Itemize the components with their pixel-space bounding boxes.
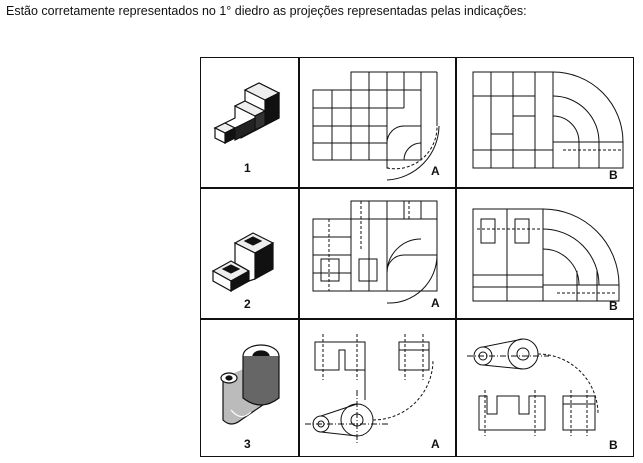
grid-divider (298, 58, 300, 456)
row-1-option-a-label: A (431, 164, 440, 178)
row-3-option-b-label: B (609, 438, 618, 452)
row-2-option-a-cell[interactable]: A (299, 189, 455, 318)
row-1-option-b-cell[interactable]: B (457, 58, 633, 187)
row-2-option-b-label: B (609, 299, 618, 313)
row-2-isometric-object (211, 232, 275, 293)
row-3-option-a-label: A (431, 437, 440, 451)
row-1-option-a-cell[interactable]: A (299, 58, 455, 187)
row-2-object-label: 2 (244, 297, 251, 311)
row-2-option-b-drawing (472, 208, 620, 302)
row-3-object-cell: 3 (201, 320, 298, 456)
row-1-object-label: 1 (244, 161, 251, 175)
row-1-option-a-drawing (312, 71, 440, 181)
row-3-option-a-drawing (305, 334, 434, 444)
question-text: Estão corretamente representados no 1° d… (6, 4, 527, 18)
row-2-option-a-label: A (431, 296, 440, 310)
grid-divider (201, 187, 633, 189)
row-1-isometric-object (213, 82, 281, 144)
row-3-option-b-drawing (467, 338, 599, 436)
row-2-option-b-cell[interactable]: B (457, 189, 633, 318)
grid-divider (455, 58, 457, 456)
projection-table: 1 A (200, 57, 634, 457)
grid-divider (201, 318, 633, 320)
row-1-object-cell: 1 (201, 58, 298, 187)
row-3-option-a-cell[interactable]: A (299, 320, 455, 456)
row-2-object-cell: 2 (201, 189, 298, 318)
row-3-object-label: 3 (244, 437, 251, 451)
row-1-option-b-label: B (609, 168, 618, 182)
row-1-option-b-drawing (472, 71, 624, 169)
row-3-option-b-cell[interactable]: B (457, 320, 633, 456)
row-2-option-a-drawing (312, 200, 438, 304)
row-3-isometric-object (220, 344, 280, 425)
